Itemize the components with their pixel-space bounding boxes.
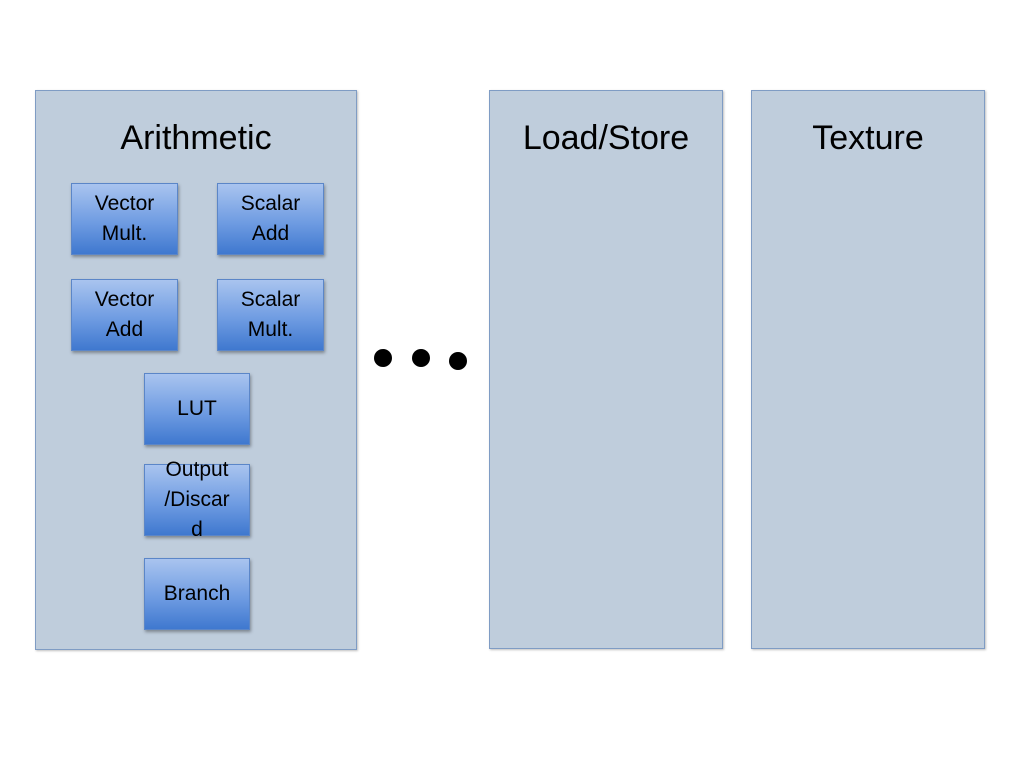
arithmetic-title: Arithmetic [120, 119, 272, 157]
output-discard-unit: Output /Discar d [144, 458, 250, 541]
ellipsis-dot [374, 349, 392, 367]
ellipsis-dot [412, 349, 430, 367]
load-store-title: Load/Store [522, 119, 690, 157]
texture-title: Texture [812, 119, 924, 157]
scalar-add-unit: Scalar Add [217, 183, 324, 255]
arithmetic-panel: Arithmetic Vector Mult. Scalar Add Vecto… [35, 90, 357, 650]
texture-panel: Texture [751, 90, 985, 649]
load-store-panel: Load/Store [489, 90, 723, 649]
lut-unit: LUT [144, 373, 250, 445]
vector-add-unit: Vector Add [71, 279, 178, 351]
vector-mult-unit: Vector Mult. [71, 183, 178, 255]
branch-unit: Branch [144, 558, 250, 630]
ellipsis-dot [449, 352, 467, 370]
scalar-mult-unit: Scalar Mult. [217, 279, 324, 351]
